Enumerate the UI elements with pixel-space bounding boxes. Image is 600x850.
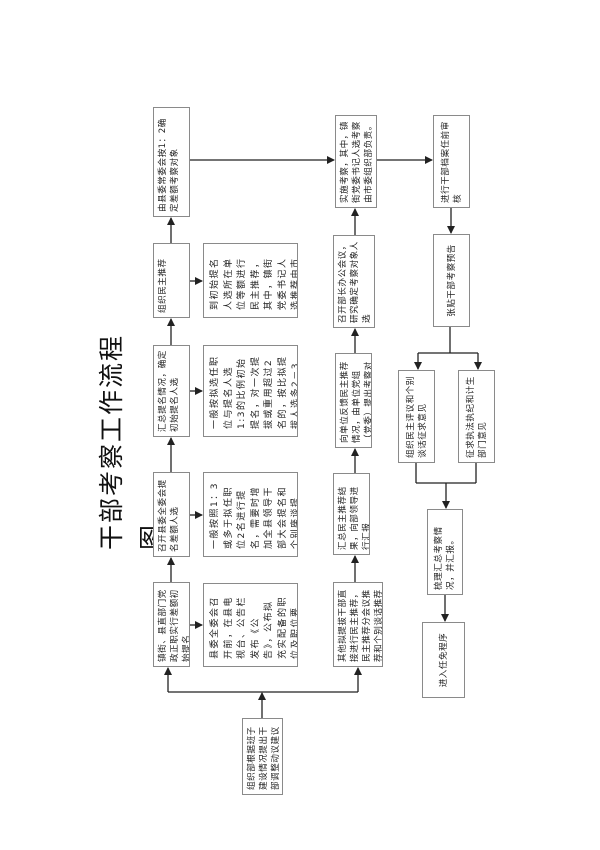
start-box: 组织部根据班子建设情况提出干部调整动议建议 xyxy=(242,718,283,795)
row3-step-4: 召开部长办公会议，研究确定考察对象人选 xyxy=(333,235,375,328)
notice-box: 张贴干部考察预告 xyxy=(433,234,470,327)
row1-step-3: 汇总提名情况，确定初始提名人选 xyxy=(153,345,190,437)
row1-step-4: 组织民主推荐 xyxy=(153,243,190,318)
row1-step-2: 召开县委全委会提名差额人选 xyxy=(153,472,190,557)
row2-note-3: 一般按拟选任职位与提名人选1:3的比例初始提名，对一次提拔或重用超过2名的，按比… xyxy=(203,345,298,437)
row3-investigation: 实施考察，其中，镇街党委书记人选考察由市委组织部负责。 xyxy=(335,115,377,208)
row2-note-1: 县委全委会召开前，在县电视台、公告栏发布《公告》，公布拟充实配备的职位及职位要求… xyxy=(203,583,298,667)
row3-step-2: 汇总民主推荐结果，向部领导进行汇报 xyxy=(333,473,370,555)
row1-step-1: 镇街、县直部门党政正职实行差额初始提名 xyxy=(153,582,190,667)
row3-step-3: 向单位反馈民主推荐情况，由单位党组（党委）提出考察对象建议名单 xyxy=(335,353,372,448)
solicit-opinions-box: 征求执法执纪和计生部门意见 xyxy=(458,370,495,463)
row2-note-2: 一般按照1：3或多于拟任职位2名进行提名，需要时增加全县领导干部大会提名和个别座… xyxy=(203,472,298,557)
row2-note-4: 到初始提名人选所在单位等额进行民主推荐，其中，镇街党委书记人选推荐由市委组 xyxy=(203,243,298,318)
row3-step-1: 其他拟提拔干部直接进行民主推荐，民主推荐分会议推荐和个别谈话推荐 xyxy=(333,582,383,667)
archive-review-box: 进行干部档案任前审核 xyxy=(433,115,470,208)
appointment-box: 进入任免程序 xyxy=(422,622,465,698)
democratic-review-box: 组织民主评议和个别谈话征求意见 xyxy=(398,370,435,463)
summary-box: 梳理汇总考察情况，并汇报。 xyxy=(427,509,463,595)
row1-step-5: 由县委常委会按1：2确定差额考察对象 xyxy=(153,107,190,217)
